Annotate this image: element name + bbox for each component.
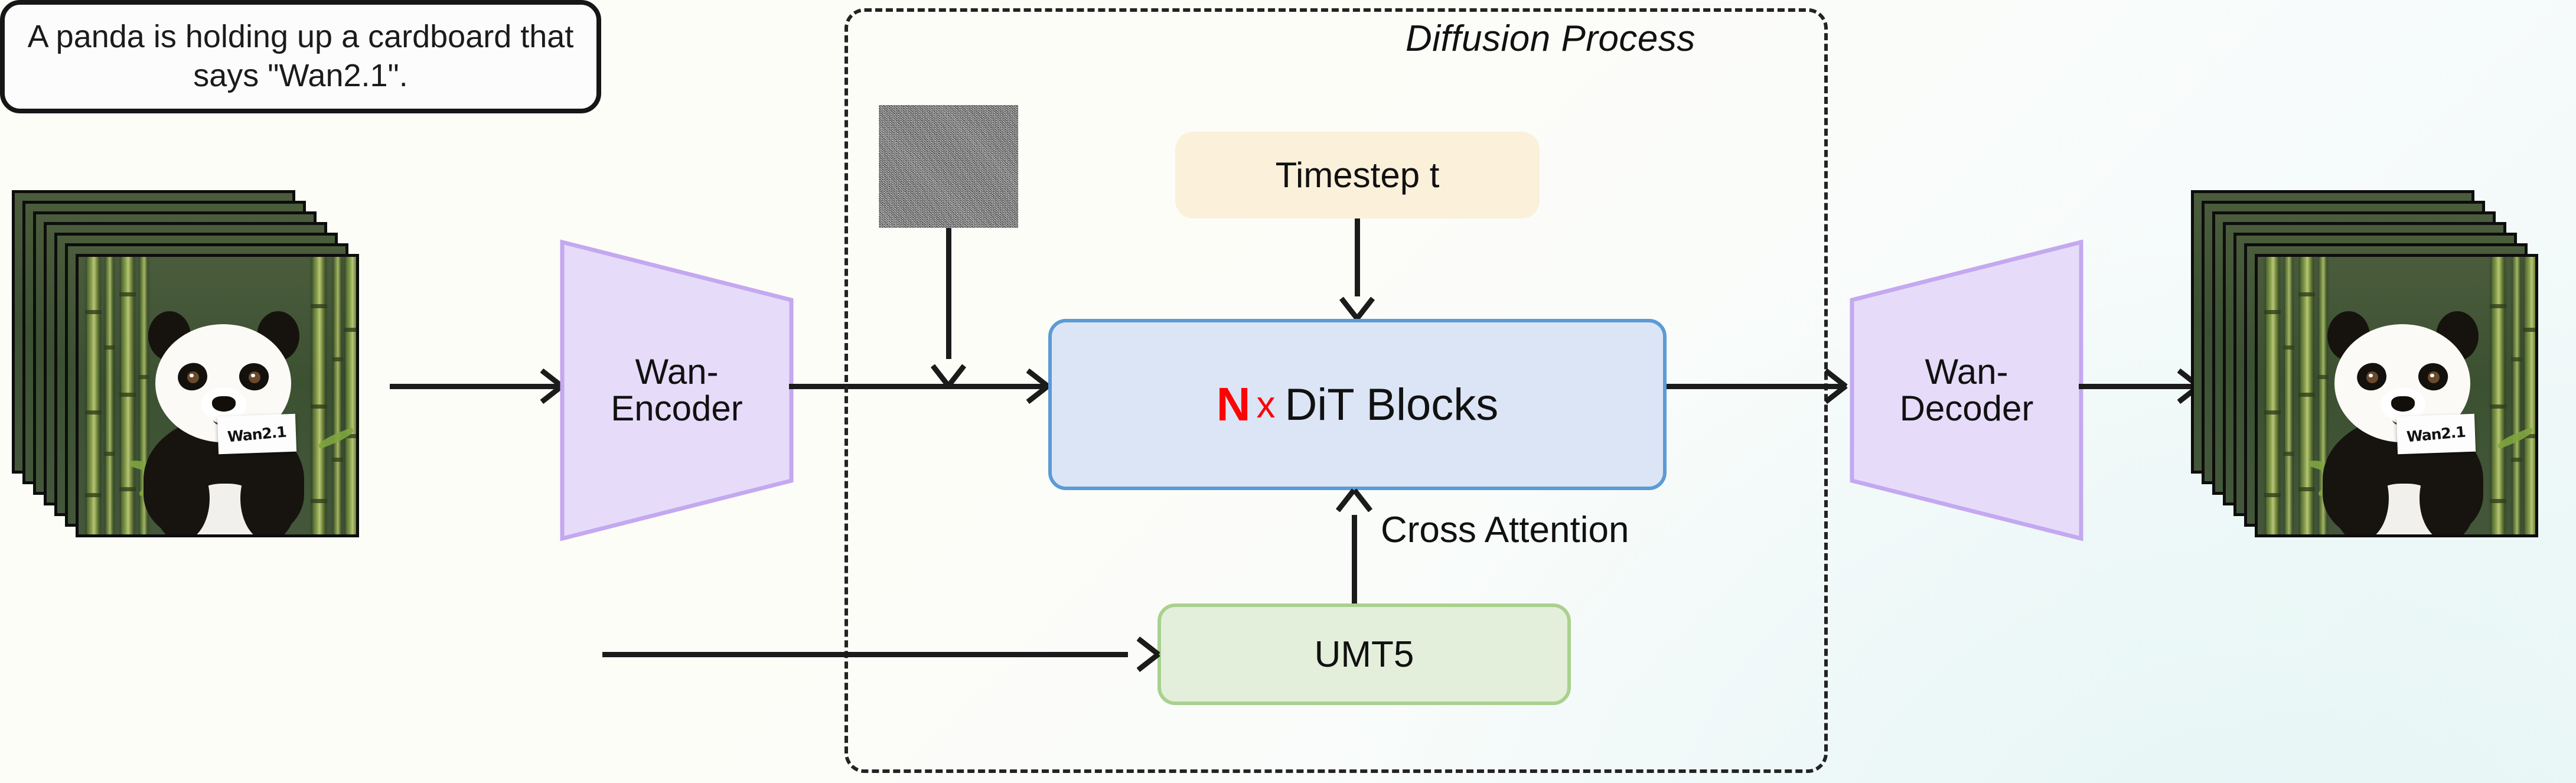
panda-sign: Wan2.1 bbox=[2396, 413, 2476, 455]
umt5-label: UMT5 bbox=[1314, 634, 1414, 675]
frame-sheet-front: Wan2.1 bbox=[76, 254, 359, 537]
diffusion-process-label: Diffusion Process bbox=[1406, 18, 1695, 59]
dit-multiply-symbol: x bbox=[1256, 383, 1276, 426]
arrow-prompt-to-umt5 bbox=[602, 652, 1128, 657]
wan-encoder-block[interactable]: Wan- Encoder bbox=[559, 239, 795, 542]
arrow-decoder-to-output bbox=[2079, 384, 2197, 389]
input-video-frame-stack: Wan2.1 bbox=[12, 190, 390, 568]
dit-blocks-box[interactable]: N x DiT Blocks bbox=[1048, 319, 1667, 490]
cross-attention-label: Cross Attention bbox=[1381, 510, 1629, 550]
arrow-encoder-to-dit bbox=[789, 384, 1046, 389]
wan-decoder-label-line2: Decoder bbox=[1899, 389, 2034, 428]
timestep-box[interactable]: Timestep t bbox=[1175, 132, 1540, 218]
noise-latent-patch bbox=[879, 105, 1018, 228]
diffusion-process-region bbox=[844, 8, 1828, 773]
wan-encoder-label-line2: Encoder bbox=[611, 389, 743, 428]
arrow-timestep-to-dit bbox=[1355, 218, 1360, 296]
output-video-frame-stack: Wan2.1 bbox=[2191, 190, 2569, 568]
umt5-text-encoder-box[interactable]: UMT5 bbox=[1157, 603, 1571, 705]
panda-sign-text: Wan2.1 bbox=[227, 423, 287, 445]
wan-decoder-label-line1: Wan- bbox=[1925, 351, 2008, 392]
dit-block-count: N bbox=[1216, 378, 1251, 430]
text-prompt-box[interactable]: A panda is holding up a cardboard that s… bbox=[0, 0, 601, 113]
arrow-input-to-encoder bbox=[390, 384, 560, 389]
panda-sign-text: Wan2.1 bbox=[2406, 423, 2466, 445]
timestep-label: Timestep t bbox=[1275, 155, 1440, 195]
arrow-noise-to-flow bbox=[946, 228, 951, 359]
arrow-dit-to-decoder bbox=[1667, 384, 1844, 389]
frame-sheet-front: Wan2.1 bbox=[2255, 254, 2538, 537]
wan-decoder-block[interactable]: Wan- Decoder bbox=[1848, 239, 2085, 542]
panda-sign: Wan2.1 bbox=[217, 413, 297, 455]
text-prompt-value: A panda is holding up a cardboard that s… bbox=[27, 19, 574, 93]
arrow-umt5-to-dit bbox=[1352, 515, 1357, 603]
dit-blocks-label: DiT Blocks bbox=[1284, 379, 1499, 430]
wan-encoder-label-line1: Wan- bbox=[635, 351, 719, 392]
